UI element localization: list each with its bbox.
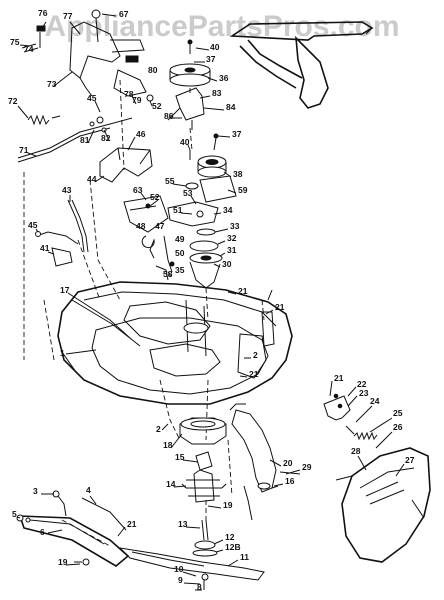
spindle-housing — [179, 417, 227, 471]
part-number-label: 29 — [302, 462, 312, 472]
mower-deck — [57, 281, 293, 405]
rod-16 — [243, 485, 279, 521]
bracket-63 — [123, 195, 175, 281]
part-number-label: 82 — [101, 133, 111, 143]
part-number-label: 20 — [283, 458, 293, 468]
part-number-label: 50 — [175, 248, 185, 258]
part-number-label: 33 — [230, 221, 240, 231]
part-number-label: 16 — [285, 476, 295, 486]
part-number-label: 75 — [10, 37, 20, 47]
part-number-label: 74 — [24, 44, 34, 54]
part-number-label: 21 — [238, 286, 248, 296]
part-number-label: 4 — [86, 485, 91, 495]
discharge-chute — [335, 447, 431, 563]
part-number-label: 19 — [58, 557, 68, 567]
lower-pulley-stack — [167, 133, 237, 289]
part-number-label: 67 — [119, 9, 129, 19]
part-number-label: 55 — [165, 176, 175, 186]
part-number-label: 83 — [212, 88, 222, 98]
part-number-label: 6 — [40, 527, 45, 537]
part-number-label: 37 — [232, 129, 242, 139]
watermark: AppliancePartsPros.com — [44, 10, 400, 43]
part-number-label: 77 — [63, 11, 73, 21]
bracket-22 — [323, 393, 378, 441]
part-number-label: 63 — [133, 185, 143, 195]
idler-arm-left — [35, 199, 89, 267]
part-number-label: 84 — [226, 102, 236, 112]
linkage-assembly — [17, 9, 154, 163]
part-number-label: 71 — [19, 145, 29, 155]
part-number-label: 3 — [33, 486, 38, 496]
part-number-label: 46 — [136, 129, 146, 139]
part-number-label: 27 — [405, 455, 415, 465]
part-number-label: 38 — [233, 169, 243, 179]
part-number-label: 52 — [152, 101, 162, 111]
part-number-label: 30 — [222, 259, 232, 269]
part-number-label: 40 — [180, 137, 190, 147]
part-number-label: 15 — [175, 452, 185, 462]
part-number-label: 31 — [227, 245, 237, 255]
part-number-label: 48 — [136, 221, 146, 231]
part-number-label: 73 — [47, 79, 57, 89]
part-number-label: 58 — [163, 269, 173, 279]
part-number-label: 21 — [275, 302, 285, 312]
part-number-label: 25 — [393, 408, 403, 418]
blade-spindle — [118, 469, 265, 590]
part-number-label: 41 — [40, 243, 50, 253]
part-number-label: 86 — [164, 111, 174, 121]
part-number-label: 24 — [370, 396, 380, 406]
part-number-label: 12B — [225, 542, 241, 552]
part-number-label: 21 — [249, 369, 259, 379]
part-number-label: 43 — [62, 185, 72, 195]
part-number-label: 2 — [156, 424, 161, 434]
part-number-label: 21 — [127, 519, 137, 529]
part-number-label: 78 — [124, 89, 134, 99]
part-number-label: 2 — [253, 350, 258, 360]
part-number-label: 1 — [60, 348, 65, 358]
part-number-label: 10 — [174, 564, 184, 574]
part-number-label: 28 — [351, 446, 361, 456]
part-number-label: 17 — [60, 285, 70, 295]
part-number-label: 76 — [38, 8, 48, 18]
part-number-label: 13 — [178, 519, 188, 529]
part-number-label: 18 — [163, 440, 173, 450]
part-number-label: 21 — [334, 373, 344, 383]
part-number-label: 12 — [225, 532, 235, 542]
part-number-label: 40 — [210, 42, 220, 52]
part-number-label: 44 — [87, 174, 97, 184]
part-number-label: 32 — [227, 233, 237, 243]
part-number-label: 34 — [223, 205, 233, 215]
part-number-label: 45 — [87, 93, 97, 103]
part-number-label: 36 — [219, 73, 229, 83]
part-number-label: 51 — [173, 205, 183, 215]
part-number-label: 47 — [155, 221, 165, 231]
part-number-label: 79 — [132, 95, 142, 105]
part-number-label: 49 — [175, 234, 185, 244]
bracket-44 — [99, 147, 153, 183]
part-number-label: 14 — [166, 479, 176, 489]
part-number-label: 53 — [183, 188, 193, 198]
part-number-label: 26 — [393, 422, 403, 432]
part-number-label: 72 — [8, 96, 18, 106]
part-number-label: 52 — [150, 192, 160, 202]
part-number-label: 80 — [148, 65, 158, 75]
part-number-label: 19 — [223, 500, 233, 510]
part-number-label: 45 — [28, 220, 38, 230]
part-number-label: 59 — [238, 185, 248, 195]
part-number-label: 11 — [240, 552, 249, 562]
t-handle-wrench — [229, 21, 374, 109]
leader-lines — [16, 13, 405, 591]
part-number-label: 81 — [80, 135, 90, 145]
part-number-label: 9 — [178, 575, 183, 585]
part-number-label: 8 — [197, 582, 202, 592]
part-number-label: 22 — [357, 379, 367, 389]
part-number-label: 5 — [12, 509, 17, 519]
part-number-label: 37 — [206, 54, 216, 64]
part-number-label: 35 — [175, 265, 185, 275]
upper-pulley-stack — [167, 39, 211, 130]
part-number-label: 23 — [359, 388, 369, 398]
stabilizer-rod — [16, 490, 130, 567]
